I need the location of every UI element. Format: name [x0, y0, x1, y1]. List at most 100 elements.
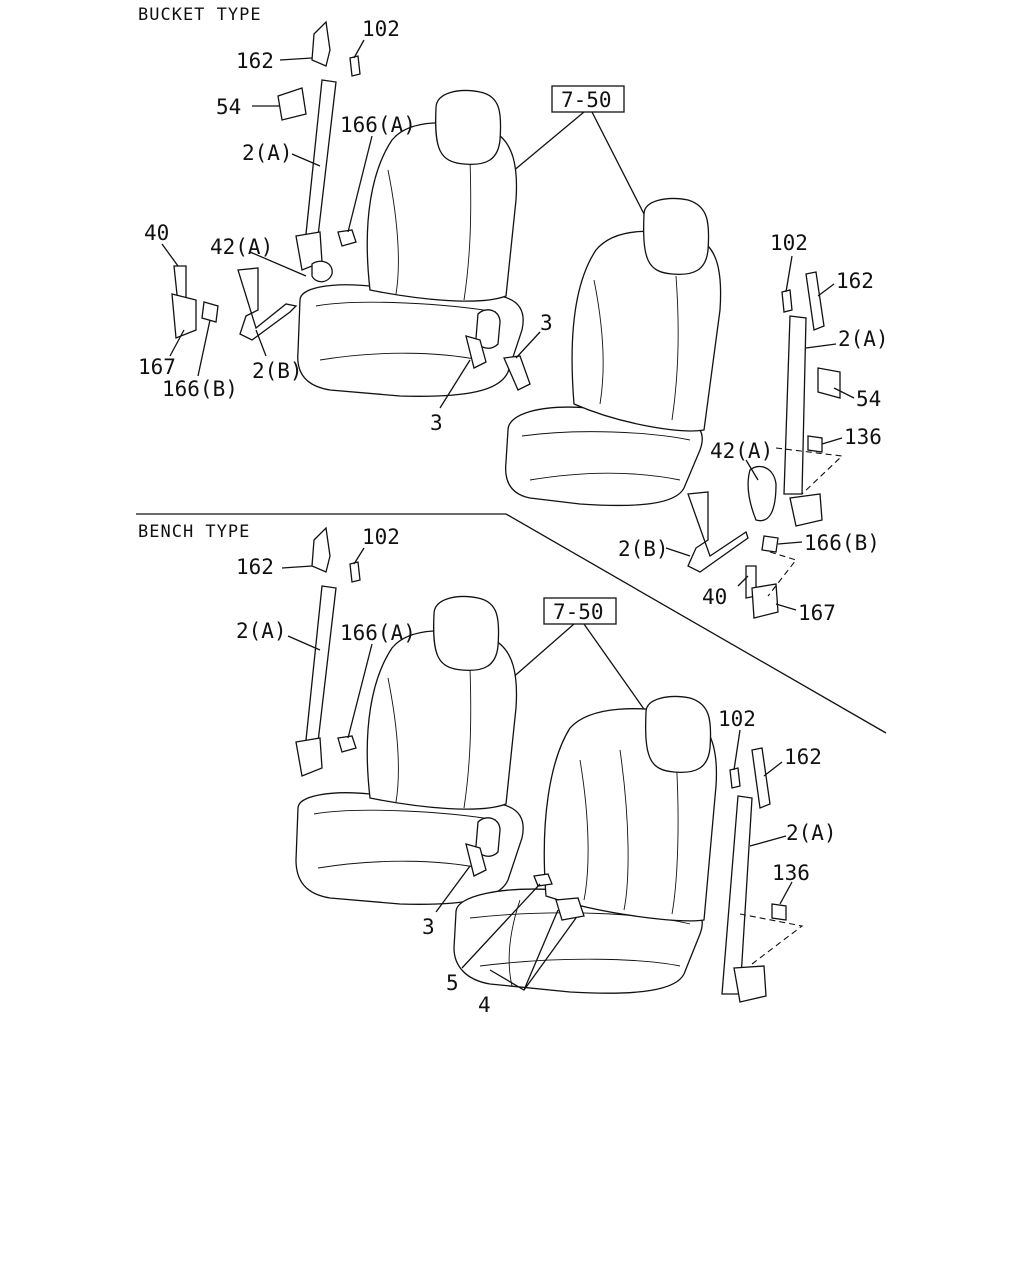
- label-102-a: 102: [362, 17, 400, 41]
- bench-section: 7-50: [236, 525, 837, 1017]
- bucket-right-trim: [747, 465, 777, 522]
- leader-136-b: [821, 437, 843, 445]
- label-136-b: 136: [844, 425, 882, 449]
- label-2B-a: 2(B): [252, 359, 303, 383]
- leader-3-a: [439, 359, 471, 409]
- bucket-seat-ref-label: 7-50: [561, 88, 612, 112]
- leader-2A-a: [291, 153, 321, 167]
- bucket-seat-ref-box[interactable]: 7-50: [551, 85, 625, 113]
- bench-label-2A-b: 2(A): [786, 821, 837, 845]
- bench-type-header: BENCH TYPE: [138, 522, 250, 542]
- leader-2A-b: [805, 343, 837, 349]
- leader-102-a: [353, 39, 365, 59]
- leader-40-b: [737, 575, 749, 587]
- bench-ref-leaders: [509, 623, 647, 713]
- leader-2B-a: [255, 329, 267, 357]
- bench-label-102-a: 102: [362, 525, 400, 549]
- bench-right-upper-anchor: [751, 747, 771, 809]
- bench-label-162-b: 162: [784, 745, 822, 769]
- bench-leader-3: [435, 865, 471, 913]
- bench-left-bolt-a: [337, 735, 357, 753]
- bucket-left-belt-assembly: [171, 20, 531, 391]
- bench-label-166A-a: 166(A): [340, 621, 416, 645]
- bucket-left-bolt-b: [201, 301, 219, 323]
- bench-label-4: 4: [478, 993, 491, 1017]
- label-167-b: 167: [798, 601, 836, 625]
- leader-54-b: [833, 387, 855, 399]
- bucket-left-part-3: [465, 335, 487, 369]
- label-2A-a: 2(A): [242, 141, 293, 165]
- bucket-right-buckle: [687, 491, 749, 573]
- bucket-right-anchor-plate: [751, 583, 779, 619]
- bench-driver-seat: [295, 595, 524, 905]
- bucket-right-retractor: [789, 493, 823, 527]
- leader-166B-a: [197, 319, 211, 377]
- bucket-right-bolt-136: [807, 435, 823, 453]
- bucket-left-webbing: [305, 79, 337, 237]
- leader-40-a: [161, 243, 179, 267]
- label-167-a: 167: [138, 355, 176, 379]
- bench-right-belt-assembly: [721, 747, 804, 1003]
- bucket-left-cover: [277, 87, 307, 121]
- bench-buckle-5: [533, 873, 553, 887]
- leader-42A-a: [249, 251, 307, 277]
- bucket-right-webbing: [783, 315, 807, 495]
- bench-left-retractor: [295, 737, 323, 777]
- bucket-right-dash-guide: [775, 447, 844, 495]
- label-2A-b: 2(A): [838, 327, 889, 351]
- bench-label-5: 5: [446, 971, 459, 995]
- leader-3-b: [515, 331, 541, 359]
- label-3-b: 3: [540, 311, 553, 335]
- bench-left-belt-assembly: [295, 526, 487, 877]
- bench-leader-4: [489, 909, 577, 991]
- bench-leader-2A-a: [287, 635, 321, 651]
- leader-167-b: [775, 603, 797, 611]
- bench-label-136: 136: [772, 861, 810, 885]
- leader-166A-a: [347, 135, 373, 233]
- label-42A-b: 42(A): [710, 439, 773, 463]
- bench-right-bolt-136: [771, 903, 787, 921]
- bench-seat-ref-label: 7-50: [553, 600, 604, 624]
- bench-left-upper-anchor: [311, 526, 331, 573]
- leader-162-b: [817, 283, 835, 297]
- bench-right-webbing: [721, 795, 753, 995]
- bucket-left-anchor-plate: [171, 293, 197, 339]
- bench-label-3: 3: [422, 915, 435, 939]
- label-166B-b: 166(B): [804, 531, 880, 555]
- leader-162-a: [279, 57, 313, 61]
- bucket-type-header: BUCKET TYPE: [138, 5, 262, 25]
- bucket-passenger-seat: [504, 197, 722, 507]
- leader-42A-b: [745, 459, 759, 481]
- bench-leader-102-b: [733, 729, 741, 771]
- bench-label-162-a: 162: [236, 555, 274, 579]
- bench-left-webbing: [305, 585, 337, 743]
- bench-leader-162-a: [281, 565, 313, 569]
- bench-right-retractor: [733, 965, 767, 1003]
- bench-leader-136: [779, 881, 793, 905]
- bucket-right-part-3: [503, 355, 531, 391]
- leader-166B-b: [777, 541, 803, 545]
- bench-right-dash-guide: [739, 913, 804, 965]
- leader-167-a: [169, 329, 185, 357]
- bucket-section: 7-50: [138, 17, 889, 625]
- label-102-b: 102: [770, 231, 808, 255]
- bench-leader-5: [461, 883, 541, 969]
- bucket-right-cover: [817, 367, 841, 399]
- bucket-left-upper-anchor: [311, 20, 331, 67]
- bench-seat-ref-box[interactable]: 7-50: [543, 597, 617, 625]
- label-42A-a: 42(A): [210, 235, 273, 259]
- leader-102-b: [785, 255, 793, 293]
- bench-label-102-b: 102: [718, 707, 756, 731]
- bench-left-part-3: [465, 843, 487, 877]
- bucket-right-bolt-b: [761, 535, 779, 553]
- label-40-a: 40: [144, 221, 169, 245]
- bench-passenger-seat: [453, 695, 718, 994]
- label-54-a: 54: [216, 95, 241, 119]
- bucket-ref-leaders: [511, 111, 645, 215]
- leader-2B-b: [665, 547, 691, 557]
- bucket-driver-seat: [297, 89, 524, 397]
- label-3-a: 3: [430, 411, 443, 435]
- label-162-a: 162: [236, 49, 274, 73]
- label-54-b: 54: [856, 387, 881, 411]
